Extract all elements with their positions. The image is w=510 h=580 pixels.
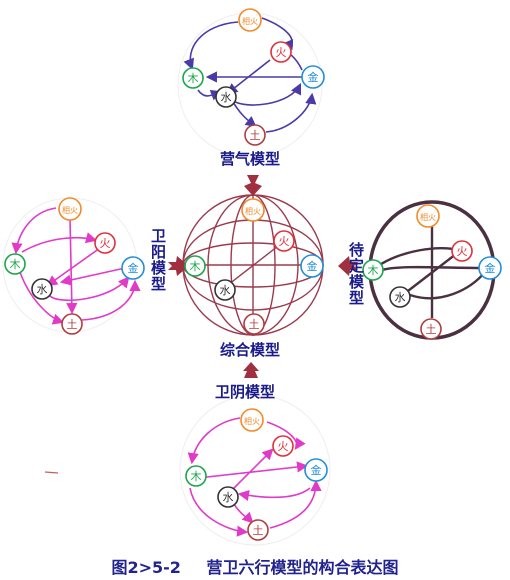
wei-yang-model-label: 卫阳模型 bbox=[149, 228, 167, 292]
element-nodes: 相火火木金水土相火火木金水土相火火木金水土相火火木金水土相火火木金水土 bbox=[4, 8, 502, 541]
zh-earth-label: 土 bbox=[249, 318, 260, 331]
wyang-water-label: 水 bbox=[37, 283, 48, 296]
ying-xianghuo-label: 相火 bbox=[242, 16, 258, 26]
ying-arrow-water-metal bbox=[231, 82, 302, 106]
wei-yang-arrow-xianghuo-wood bbox=[11, 207, 57, 255]
wei-yang-arrow-earth-metal bbox=[81, 279, 141, 321]
ying-qi-model-label: 营气模型 bbox=[220, 150, 281, 168]
zh-xianghuo-node bbox=[241, 198, 265, 222]
wyang-water-node bbox=[31, 278, 53, 300]
wei-yin-arrow-metal-water bbox=[237, 487, 311, 502]
wei-yin-arrow-earth-metal bbox=[269, 479, 322, 529]
zh-earth-node bbox=[243, 313, 265, 335]
zh-metal-node bbox=[300, 254, 324, 278]
ying-earth-label: 土 bbox=[250, 129, 261, 142]
wyang-wood-label: 木 bbox=[10, 258, 21, 271]
wyin-xianghuo-label: 相火 bbox=[244, 416, 260, 426]
dd-metal-node bbox=[478, 256, 502, 280]
ying-wood-label: 木 bbox=[188, 72, 199, 85]
ying-xianghuo-node bbox=[238, 8, 262, 32]
arrow-down-from-top bbox=[244, 175, 262, 196]
dai-ding-model-label: 待定模型 bbox=[347, 242, 365, 306]
wyin-earth-node bbox=[247, 519, 269, 541]
dd-water-label: 水 bbox=[395, 291, 406, 304]
zh-fire-node bbox=[273, 230, 295, 252]
figure-title: 营卫六行模型的构合表达图 bbox=[206, 558, 399, 577]
ying-wood-node bbox=[182, 67, 204, 89]
wei-yin-arrow-wood-earth bbox=[189, 487, 249, 537]
wei-yang-arrow-wood-earth bbox=[19, 271, 65, 325]
ying-arrow-xianghuo-wood bbox=[183, 21, 239, 71]
wyin-fire-label: 火 bbox=[278, 440, 289, 453]
figure-caption: 图2>5-2 营卫六行模型的构合表达图 bbox=[0, 554, 510, 578]
dd-xianghuo-node bbox=[416, 204, 440, 228]
wyang-earth-label: 土 bbox=[67, 318, 78, 331]
dd-fire-label: 火 bbox=[457, 245, 468, 258]
wyin-wood-node bbox=[185, 465, 207, 487]
zh-water-node bbox=[214, 279, 236, 301]
zh-wood-label: 木 bbox=[190, 260, 201, 273]
ying-earth-node bbox=[244, 124, 266, 146]
arrow-right-from-left bbox=[168, 256, 189, 276]
wyang-metal-node bbox=[121, 256, 145, 280]
wei-yin-model bbox=[44, 394, 331, 546]
arrow-up-from-bottom bbox=[243, 362, 259, 378]
dd-earth-node bbox=[420, 318, 442, 340]
figure-number: 图2>5-2 bbox=[111, 558, 181, 577]
wei-yin-model-label: 卫阴模型 bbox=[215, 383, 276, 401]
dd-fire-node bbox=[451, 240, 473, 262]
dd-water-node bbox=[389, 286, 411, 308]
wyin-metal-label: 金 bbox=[311, 463, 322, 477]
dd-wood-label: 木 bbox=[368, 264, 379, 277]
dd-earth-label: 土 bbox=[426, 323, 437, 336]
dd-metal-label: 金 bbox=[485, 261, 496, 275]
wyin-fire-node bbox=[272, 435, 294, 457]
dd-xianghuo-label: 相火 bbox=[420, 212, 436, 222]
wyang-wood-node bbox=[4, 253, 26, 275]
ying-water-label: 水 bbox=[221, 91, 232, 104]
ying-water-node bbox=[215, 86, 237, 108]
zh-metal-label: 金 bbox=[307, 259, 318, 273]
wei-yang-arrow-metal-water bbox=[59, 267, 126, 286]
wyin-water-label: 水 bbox=[223, 491, 234, 504]
wyang-earth-node bbox=[61, 313, 83, 335]
wyang-xianghuo-label: 相火 bbox=[62, 205, 78, 215]
zong-he-model-label: 综合模型 bbox=[220, 341, 281, 359]
connector-arrows bbox=[168, 175, 358, 378]
ying-metal-label: 金 bbox=[308, 70, 319, 84]
wei-yin-arrow-wood-metal bbox=[197, 461, 309, 479]
wyang-metal-label: 金 bbox=[128, 261, 139, 275]
wyang-xianghuo-node bbox=[58, 197, 82, 221]
ying-fire-node bbox=[270, 41, 292, 63]
wyin-xianghuo-node bbox=[240, 408, 264, 432]
wei-yin-arrow-water-earth bbox=[233, 503, 254, 524]
zh-water-label: 水 bbox=[220, 284, 231, 297]
wei-yang-arrow-xianghuo-earth bbox=[66, 217, 78, 315]
zh-fire-label: 火 bbox=[279, 235, 290, 248]
wei-yin-arrow-xianghuo-fire bbox=[266, 421, 306, 450]
wyin-earth-label: 土 bbox=[253, 524, 264, 537]
ying-arrow-xianghuo-fire bbox=[261, 17, 294, 51]
ying-metal-node bbox=[301, 65, 325, 89]
ying-arrow-earth-metal bbox=[265, 92, 317, 133]
arrow-left-from-right bbox=[338, 256, 358, 276]
wei-yang-arrow-wood-fire bbox=[21, 232, 98, 253]
zh-wood-node bbox=[184, 255, 206, 277]
wei-yang-arrow-water-metal bbox=[49, 276, 130, 302]
wei-yin-arrow-xianghuo-wood bbox=[187, 417, 241, 465]
wyin-water-node bbox=[217, 486, 239, 508]
wyang-fire-label: 火 bbox=[100, 237, 111, 250]
wyin-metal-node bbox=[304, 458, 328, 482]
wyin-wood-label: 木 bbox=[191, 470, 202, 483]
zh-xianghuo-label: 相火 bbox=[245, 206, 261, 216]
dd-wood-node bbox=[362, 259, 384, 281]
wei-yang-arrow-fire-water bbox=[46, 247, 101, 287]
ying-fire-label: 火 bbox=[276, 46, 287, 59]
wyang-fire-node bbox=[94, 232, 116, 254]
wei-yin-arrow-water-fire bbox=[231, 448, 274, 491]
